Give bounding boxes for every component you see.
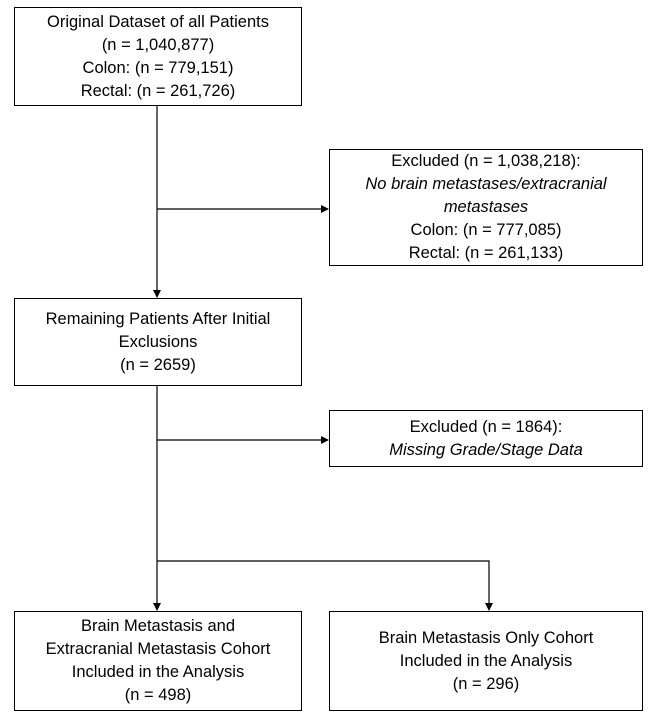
cohort-left-line-2: Extracranial Metastasis Cohort [45, 640, 271, 658]
cohort-right-count: (n = 296) [452, 674, 520, 693]
cohort-brain-only-box: Brain Metastasis Only Cohort Included in… [329, 611, 643, 711]
remaining-count: (n = 2659) [120, 355, 196, 374]
exclusion-2-reason: Missing Grade/Stage Data [389, 440, 583, 459]
exclusion-1-box: Excluded (n = 1,038,218): No brain metas… [329, 149, 643, 266]
remaining-patients-box: Remaining Patients After Initial Exclusi… [14, 298, 302, 386]
exclusion-1-rectal: Rectal: (n = 261,133) [408, 244, 564, 262]
exclusion-1-colon: Colon: (n = 777,085) [410, 221, 562, 239]
cohort-right-line-1: Brain Metastasis Only Cohort [378, 628, 594, 647]
remaining-title: Remaining Patients After Initial [45, 309, 271, 328]
exclusion-1-reason: No brain metastases/extracranial [365, 175, 607, 193]
original-dataset-colon: Colon: (n = 779,151) [82, 58, 234, 77]
exclusion-2-box: Excluded (n = 1864): Missing Grade/Stage… [329, 410, 643, 467]
cohort-right-line-2: Included in the Analysis [399, 651, 573, 670]
cohort-left-count: (n = 498) [124, 686, 192, 704]
exclusion-1-count: Excluded (n = 1,038,218): [391, 152, 581, 170]
cohort-left-line-1: Brain Metastasis and [80, 617, 236, 635]
exclusion-2-count: Excluded (n = 1864): [409, 417, 563, 436]
cohort-brain-extracranial-box: Brain Metastasis and Extracranial Metast… [14, 611, 302, 711]
original-dataset-rectal: Rectal: (n = 261,726) [80, 81, 236, 100]
exclusion-1-reason-cont: metastases [443, 198, 529, 216]
arrow-to-cohort-right [157, 560, 493, 611]
original-dataset-box: Original Dataset of all Patients (n = 1,… [14, 7, 302, 106]
remaining-title-cont: Exclusions [118, 332, 198, 351]
original-dataset-title: Original Dataset of all Patients [47, 12, 269, 31]
original-dataset-total: (n = 1,040,877) [101, 35, 215, 54]
cohort-left-line-3: Included in the Analysis [71, 663, 245, 681]
